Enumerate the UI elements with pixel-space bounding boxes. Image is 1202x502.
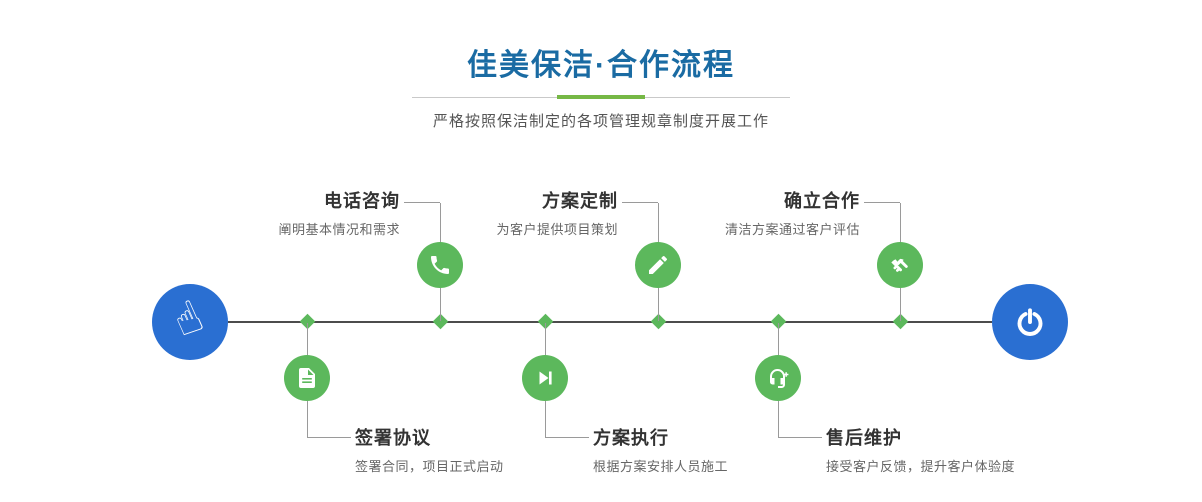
step-title: 方案执行 <box>593 428 669 448</box>
page-title: 佳美保洁·合作流程 <box>467 49 735 82</box>
step-sign-agreement: 签署协议 签署合同，项目正式启动 <box>355 427 504 475</box>
connector <box>778 323 779 355</box>
step-node-phone <box>417 242 463 288</box>
connector <box>778 437 822 438</box>
step-node-plan <box>635 242 681 288</box>
connector <box>404 202 440 203</box>
step-title: 确立合作 <box>784 191 860 211</box>
connector <box>864 202 900 203</box>
connector <box>658 203 659 243</box>
connector <box>778 401 779 437</box>
step-desc: 阐明基本情况和需求 <box>278 222 400 237</box>
handshake-icon <box>891 258 908 272</box>
phone-icon <box>431 256 449 274</box>
step-title: 签署协议 <box>355 428 431 448</box>
connector <box>900 288 901 321</box>
step-desc: 接受客户反馈，提升客户体验度 <box>826 459 1016 474</box>
timeline-line <box>228 321 992 323</box>
connector <box>440 288 441 321</box>
play-next-icon <box>539 371 552 385</box>
connector <box>307 437 351 438</box>
step-establish-coop: 确立合作 清洁方案通过客户评估 <box>725 190 860 238</box>
connector <box>900 203 901 243</box>
step-plan-custom: 方案定制 为客户提供项目策划 <box>496 190 618 238</box>
step-desc: 根据方案安排人员施工 <box>593 459 729 474</box>
timeline-start-node: ☝ <box>152 284 228 360</box>
step-node-aftersale <box>755 355 801 401</box>
connector <box>622 202 658 203</box>
step-desc: 为客户提供项目策划 <box>496 222 618 237</box>
step-phone-consult: 电话咨询 阐明基本情况和需求 <box>278 190 400 238</box>
step-plan-execute: 方案执行 根据方案安排人员施工 <box>593 427 728 475</box>
step-node-execute <box>522 355 568 401</box>
divider <box>412 95 790 99</box>
connector <box>545 401 546 437</box>
connector <box>440 203 441 243</box>
document-icon <box>299 368 315 388</box>
divider-accent <box>557 95 645 99</box>
step-title: 售后维护 <box>826 428 902 448</box>
pen-icon <box>649 255 668 274</box>
connector <box>307 401 308 437</box>
connector <box>545 437 589 438</box>
step-node-sign <box>284 355 330 401</box>
step-desc: 签署合同，项目正式启动 <box>355 459 504 474</box>
step-after-sale: 售后维护 接受客户反馈，提升客户体验度 <box>826 427 1015 475</box>
connector <box>545 323 546 355</box>
step-title: 电话咨询 <box>324 191 400 211</box>
page-subtitle: 严格按照保洁制定的各项管理规章制度开展工作 <box>432 113 769 130</box>
connector <box>307 323 308 355</box>
headset-icon <box>770 369 789 388</box>
power-icon <box>1017 308 1043 336</box>
timeline-end-node <box>992 284 1068 360</box>
pointing-hand-icon: ☝ <box>165 290 211 348</box>
step-node-cooperate <box>877 242 923 288</box>
step-desc: 清洁方案通过客户评估 <box>724 222 860 237</box>
step-title: 方案定制 <box>542 191 618 211</box>
connector <box>658 288 659 321</box>
